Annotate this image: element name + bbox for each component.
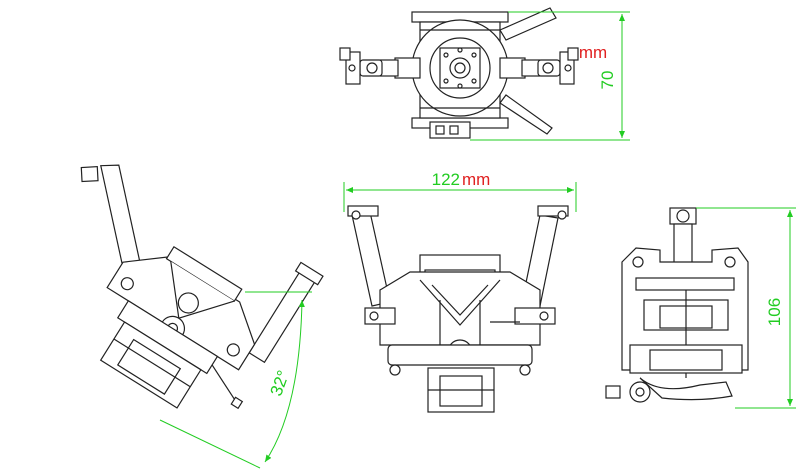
- front-width-value: 122: [432, 170, 460, 189]
- tilt-angle-value: 32°: [267, 368, 294, 399]
- top-height-value: 70: [598, 71, 617, 90]
- tilt-angle-dimension: [159, 291, 312, 469]
- front-width-dimension: [343, 182, 577, 212]
- top-height-unit: mm: [579, 43, 607, 62]
- top-height-dimension: [470, 11, 630, 141]
- gimbal-front-view: [347, 205, 569, 413]
- side-height-dimension: [696, 207, 796, 409]
- gimbal-top-view: [339, 7, 579, 139]
- front-width-unit: mm: [462, 170, 490, 189]
- gimbal-side-view: [605, 207, 749, 403]
- side-height-value: 106: [765, 298, 784, 326]
